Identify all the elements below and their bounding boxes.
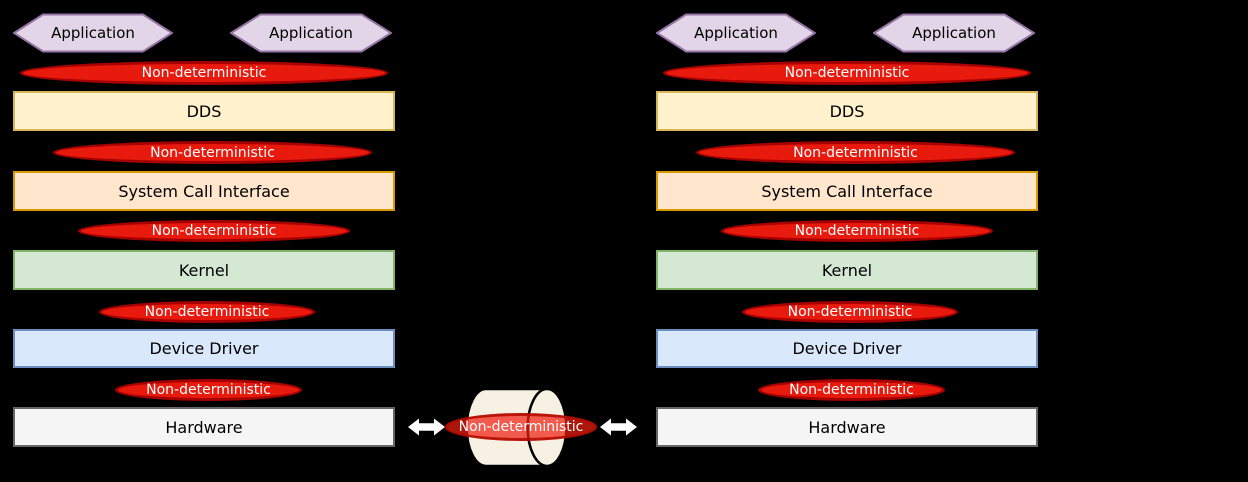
application-label: Application (912, 24, 996, 42)
layer-dds: DDS (656, 91, 1038, 131)
layer-dds: DDS (13, 91, 395, 131)
non-deterministic-ellipse: Non-deterministic (663, 61, 1031, 85)
non-deterministic-ellipse: Non-deterministic (721, 220, 993, 242)
right-software-stack: Application Application Non-deterministi… (656, 0, 1038, 482)
application-hexagon: Application (656, 13, 816, 53)
hexagon-shape-icon (230, 13, 392, 53)
non-deterministic-ellipse: Non-deterministic (742, 301, 958, 323)
hexagon-shape-icon (873, 13, 1035, 53)
non-deterministic-ellipse: Non-deterministic (445, 413, 597, 441)
non-deterministic-ellipse: Non-deterministic (758, 379, 945, 401)
hexagon-shape-icon (13, 13, 173, 53)
bidirectional-arrow-icon (408, 417, 445, 437)
non-deterministic-ellipse: Non-deterministic (115, 379, 302, 401)
application-label: Application (269, 24, 353, 42)
non-deterministic-ellipse: Non-deterministic (78, 220, 350, 242)
hexagon-shape-icon (656, 13, 816, 53)
layer-kernel: Kernel (656, 250, 1038, 290)
non-deterministic-ellipse: Non-deterministic (696, 141, 1015, 164)
layer-device-driver: Device Driver (13, 329, 395, 368)
left-software-stack: Application Application Non-deterministi… (13, 0, 395, 482)
non-deterministic-ellipse: Non-deterministic (99, 301, 315, 323)
layer-system-call-interface: System Call Interface (656, 171, 1038, 211)
bidirectional-arrow-icon (600, 417, 637, 437)
layer-hardware: Hardware (656, 407, 1038, 447)
application-hexagon: Application (13, 13, 173, 53)
layer-system-call-interface: System Call Interface (13, 171, 395, 211)
application-hexagon: Application (873, 13, 1035, 53)
application-hexagon: Application (230, 13, 392, 53)
layer-hardware: Hardware (13, 407, 395, 447)
application-label: Application (51, 24, 135, 42)
non-deterministic-ellipse: Non-deterministic (20, 61, 388, 85)
application-label: Application (694, 24, 778, 42)
non-deterministic-ellipse: Non-deterministic (53, 141, 372, 164)
layer-kernel: Kernel (13, 250, 395, 290)
layer-device-driver: Device Driver (656, 329, 1038, 368)
